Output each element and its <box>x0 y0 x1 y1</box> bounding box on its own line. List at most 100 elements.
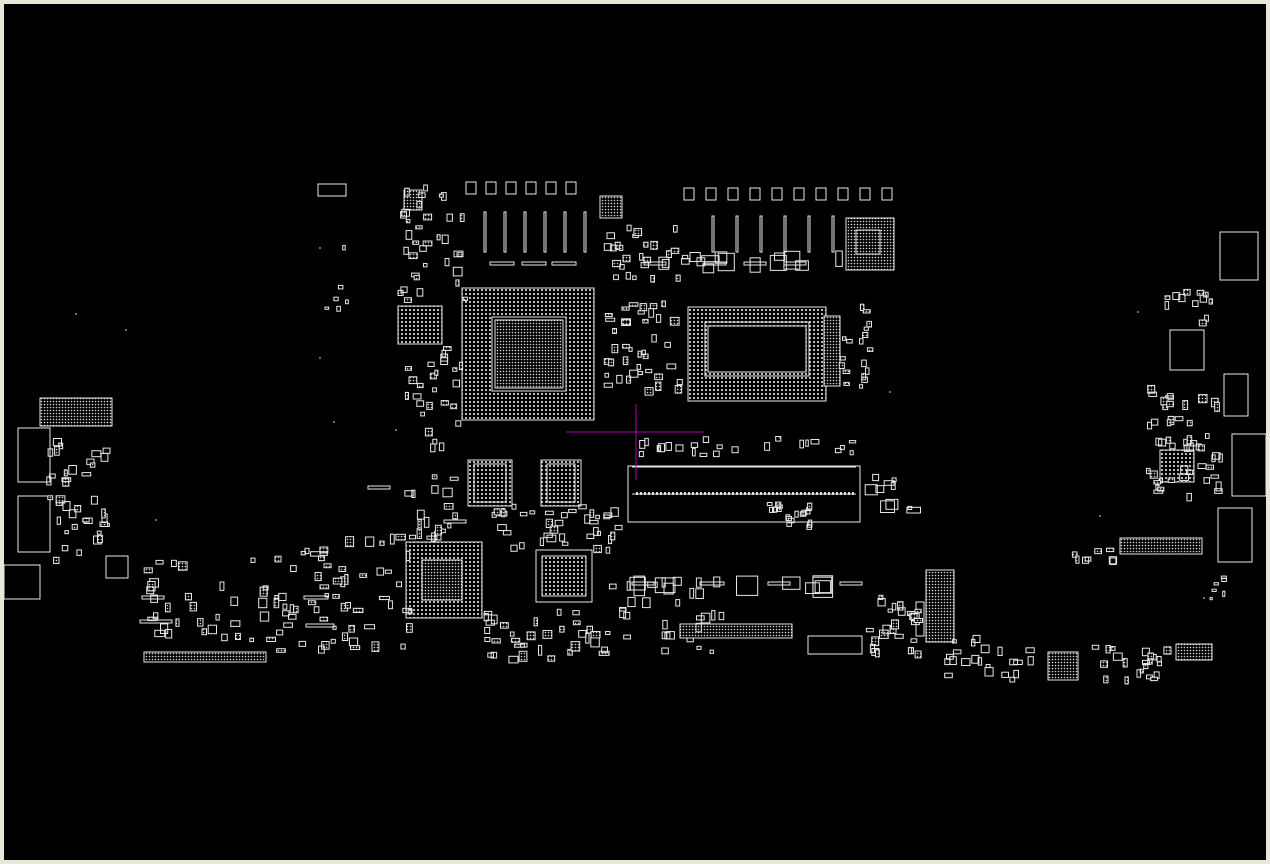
passive-component <box>1105 645 1111 654</box>
component-outline <box>1175 643 1213 661</box>
passive-component <box>514 643 526 648</box>
passive-component <box>621 306 630 311</box>
passive-component <box>165 629 173 639</box>
passive-component <box>546 534 557 543</box>
passive-component <box>378 595 390 601</box>
passive-component <box>423 263 428 268</box>
connector-pin <box>724 492 726 495</box>
passive-component <box>1027 656 1034 666</box>
via-dot <box>125 329 127 331</box>
passive-component <box>319 616 329 622</box>
passive-component <box>1172 292 1181 301</box>
passive-component <box>695 588 704 599</box>
thin-component <box>643 261 667 266</box>
passive-component <box>628 347 633 352</box>
passive-component <box>838 362 845 369</box>
passive-component <box>862 331 869 338</box>
passive-component <box>651 334 657 343</box>
passive-component <box>882 624 891 635</box>
passive-component <box>102 447 111 454</box>
passive-component <box>459 213 465 222</box>
passive-component <box>155 559 164 565</box>
connector-pin <box>720 492 722 495</box>
passive-component <box>664 632 671 640</box>
passive-component <box>453 250 464 258</box>
passive-component <box>404 490 414 497</box>
passive-component <box>625 271 631 280</box>
thin-component <box>139 619 173 624</box>
passive-component <box>274 555 282 563</box>
thin-component <box>489 261 515 266</box>
passive-component <box>997 646 1003 657</box>
passive-component <box>529 510 536 515</box>
passive-component <box>980 644 990 654</box>
component-outline <box>735 215 739 253</box>
passive-component <box>384 569 392 574</box>
passive-component <box>952 649 962 655</box>
passive-component <box>971 654 980 664</box>
passive-component <box>416 528 422 539</box>
passive-component <box>1157 486 1165 492</box>
passive-component <box>695 577 702 588</box>
passive-component <box>595 514 600 520</box>
passive-component <box>350 645 361 651</box>
passive-component <box>452 379 461 388</box>
passive-component <box>404 366 412 371</box>
connector-pin <box>700 492 702 495</box>
passive-component <box>559 533 566 542</box>
boardview-canvas-frame[interactable] <box>4 4 1266 860</box>
passive-component <box>702 436 710 443</box>
passive-component <box>1186 435 1193 445</box>
passive-component <box>395 533 406 541</box>
connector-pin <box>664 492 666 495</box>
passive-component <box>63 469 68 477</box>
passive-component <box>639 440 646 449</box>
passive-component <box>714 251 728 264</box>
passive-component <box>443 503 454 510</box>
passive-component <box>1141 647 1150 657</box>
passive-component <box>1167 477 1176 483</box>
passive-component <box>906 506 922 514</box>
passive-component <box>951 639 957 644</box>
connector-pin <box>704 492 706 495</box>
via-dot <box>1099 515 1101 517</box>
passive-component <box>590 636 600 648</box>
passive-component <box>432 387 437 393</box>
passive-component <box>658 256 670 270</box>
passive-component <box>189 601 198 612</box>
passive-component <box>416 382 424 389</box>
passive-component <box>371 641 380 652</box>
top-cap <box>705 187 717 201</box>
passive-component <box>518 650 528 662</box>
top-cap <box>881 187 893 201</box>
passive-component <box>230 596 239 606</box>
passive-component <box>812 575 834 598</box>
top-cap <box>565 181 577 195</box>
passive-component <box>628 302 639 307</box>
passive-component <box>1186 419 1193 427</box>
passive-component <box>431 474 438 480</box>
board-drawing[interactable] <box>4 4 1266 860</box>
passive-component <box>972 634 981 644</box>
component-outline <box>759 215 763 253</box>
passive-component <box>417 192 426 198</box>
passive-component <box>345 536 355 548</box>
passive-component <box>342 245 346 251</box>
passive-component <box>619 264 625 270</box>
passive-component <box>700 612 711 624</box>
passive-component <box>1025 647 1035 654</box>
passive-component <box>510 544 518 552</box>
passive-component <box>249 637 255 643</box>
passive-component <box>578 504 587 510</box>
connector-pin <box>640 492 642 495</box>
passive-component <box>426 535 438 540</box>
connector-pin <box>692 492 694 495</box>
passive-component <box>891 602 897 611</box>
passive-component <box>444 258 450 267</box>
thin-component <box>367 485 391 490</box>
passive-component <box>412 240 420 245</box>
component-outline <box>541 555 587 597</box>
passive-component <box>1212 452 1221 460</box>
passive-component <box>545 510 554 516</box>
passive-component <box>1163 646 1172 655</box>
